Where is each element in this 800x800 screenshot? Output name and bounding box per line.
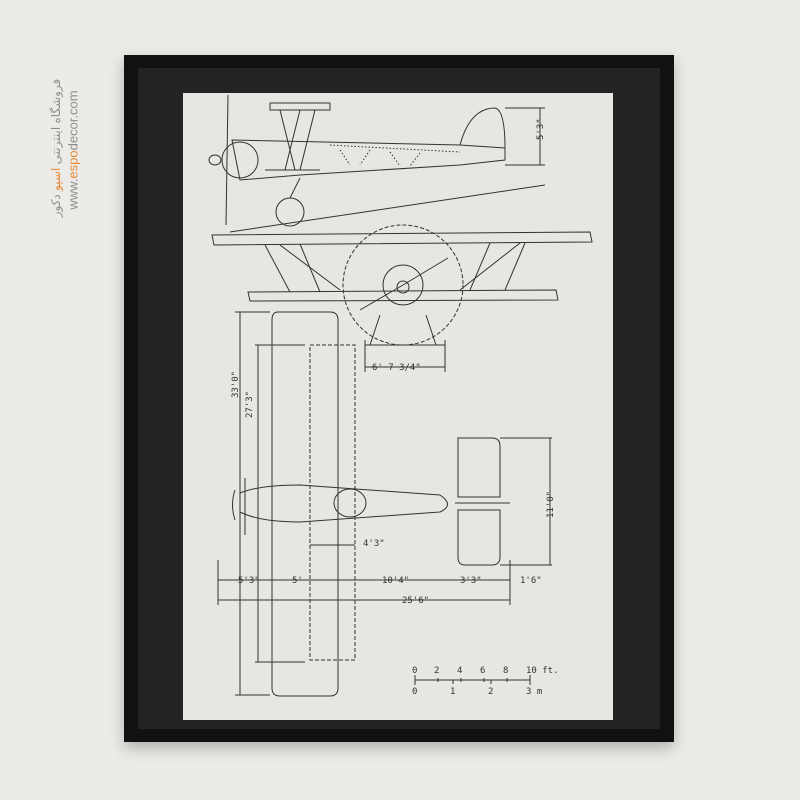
dim-side-height: 5'3": [536, 118, 546, 140]
dim-span-lower: 27'3": [245, 391, 255, 418]
top-view: 33'0" 27'3" 11'0" 4'3" 5'3" 5' 10'4" 3'3…: [217, 311, 556, 697]
scale-bar: 0 2 4 6 8 10 ft. 0 1 2 3 m: [412, 666, 559, 697]
dim-length: 25'6": [402, 596, 429, 606]
scale-m-2: 2: [488, 687, 493, 697]
dim-gear-track: 6' 7 3/4": [372, 363, 421, 373]
scale-ft-10: 10 ft.: [526, 666, 559, 676]
front-view: 6' 7 3/4": [211, 224, 593, 373]
scale-m-1: 1: [450, 687, 455, 697]
scale-m-0: 0: [412, 687, 417, 697]
scale-ft-2: 2: [434, 666, 439, 676]
side-view: 5'3": [208, 94, 546, 233]
dim-tail-span: 11'0": [546, 491, 556, 518]
scale-m-3: 3 m: [526, 687, 542, 697]
dim-nose: 5'3": [238, 576, 260, 586]
dim-wing: 5': [292, 576, 303, 586]
scale-ft-0: 0: [412, 666, 417, 676]
dim-cockpit: 4'3": [363, 539, 385, 549]
blueprint-print: [183, 93, 613, 720]
dim-fuselage: 10'4": [382, 576, 409, 586]
scale-ft-4: 4: [457, 666, 462, 676]
dim-tail: 3'3": [460, 576, 482, 586]
dim-span-upper: 33'0": [231, 371, 241, 398]
scale-ft-8: 8: [503, 666, 508, 676]
scale-ft-6: 6: [480, 666, 485, 676]
dim-rudder: 1'6": [520, 576, 542, 586]
